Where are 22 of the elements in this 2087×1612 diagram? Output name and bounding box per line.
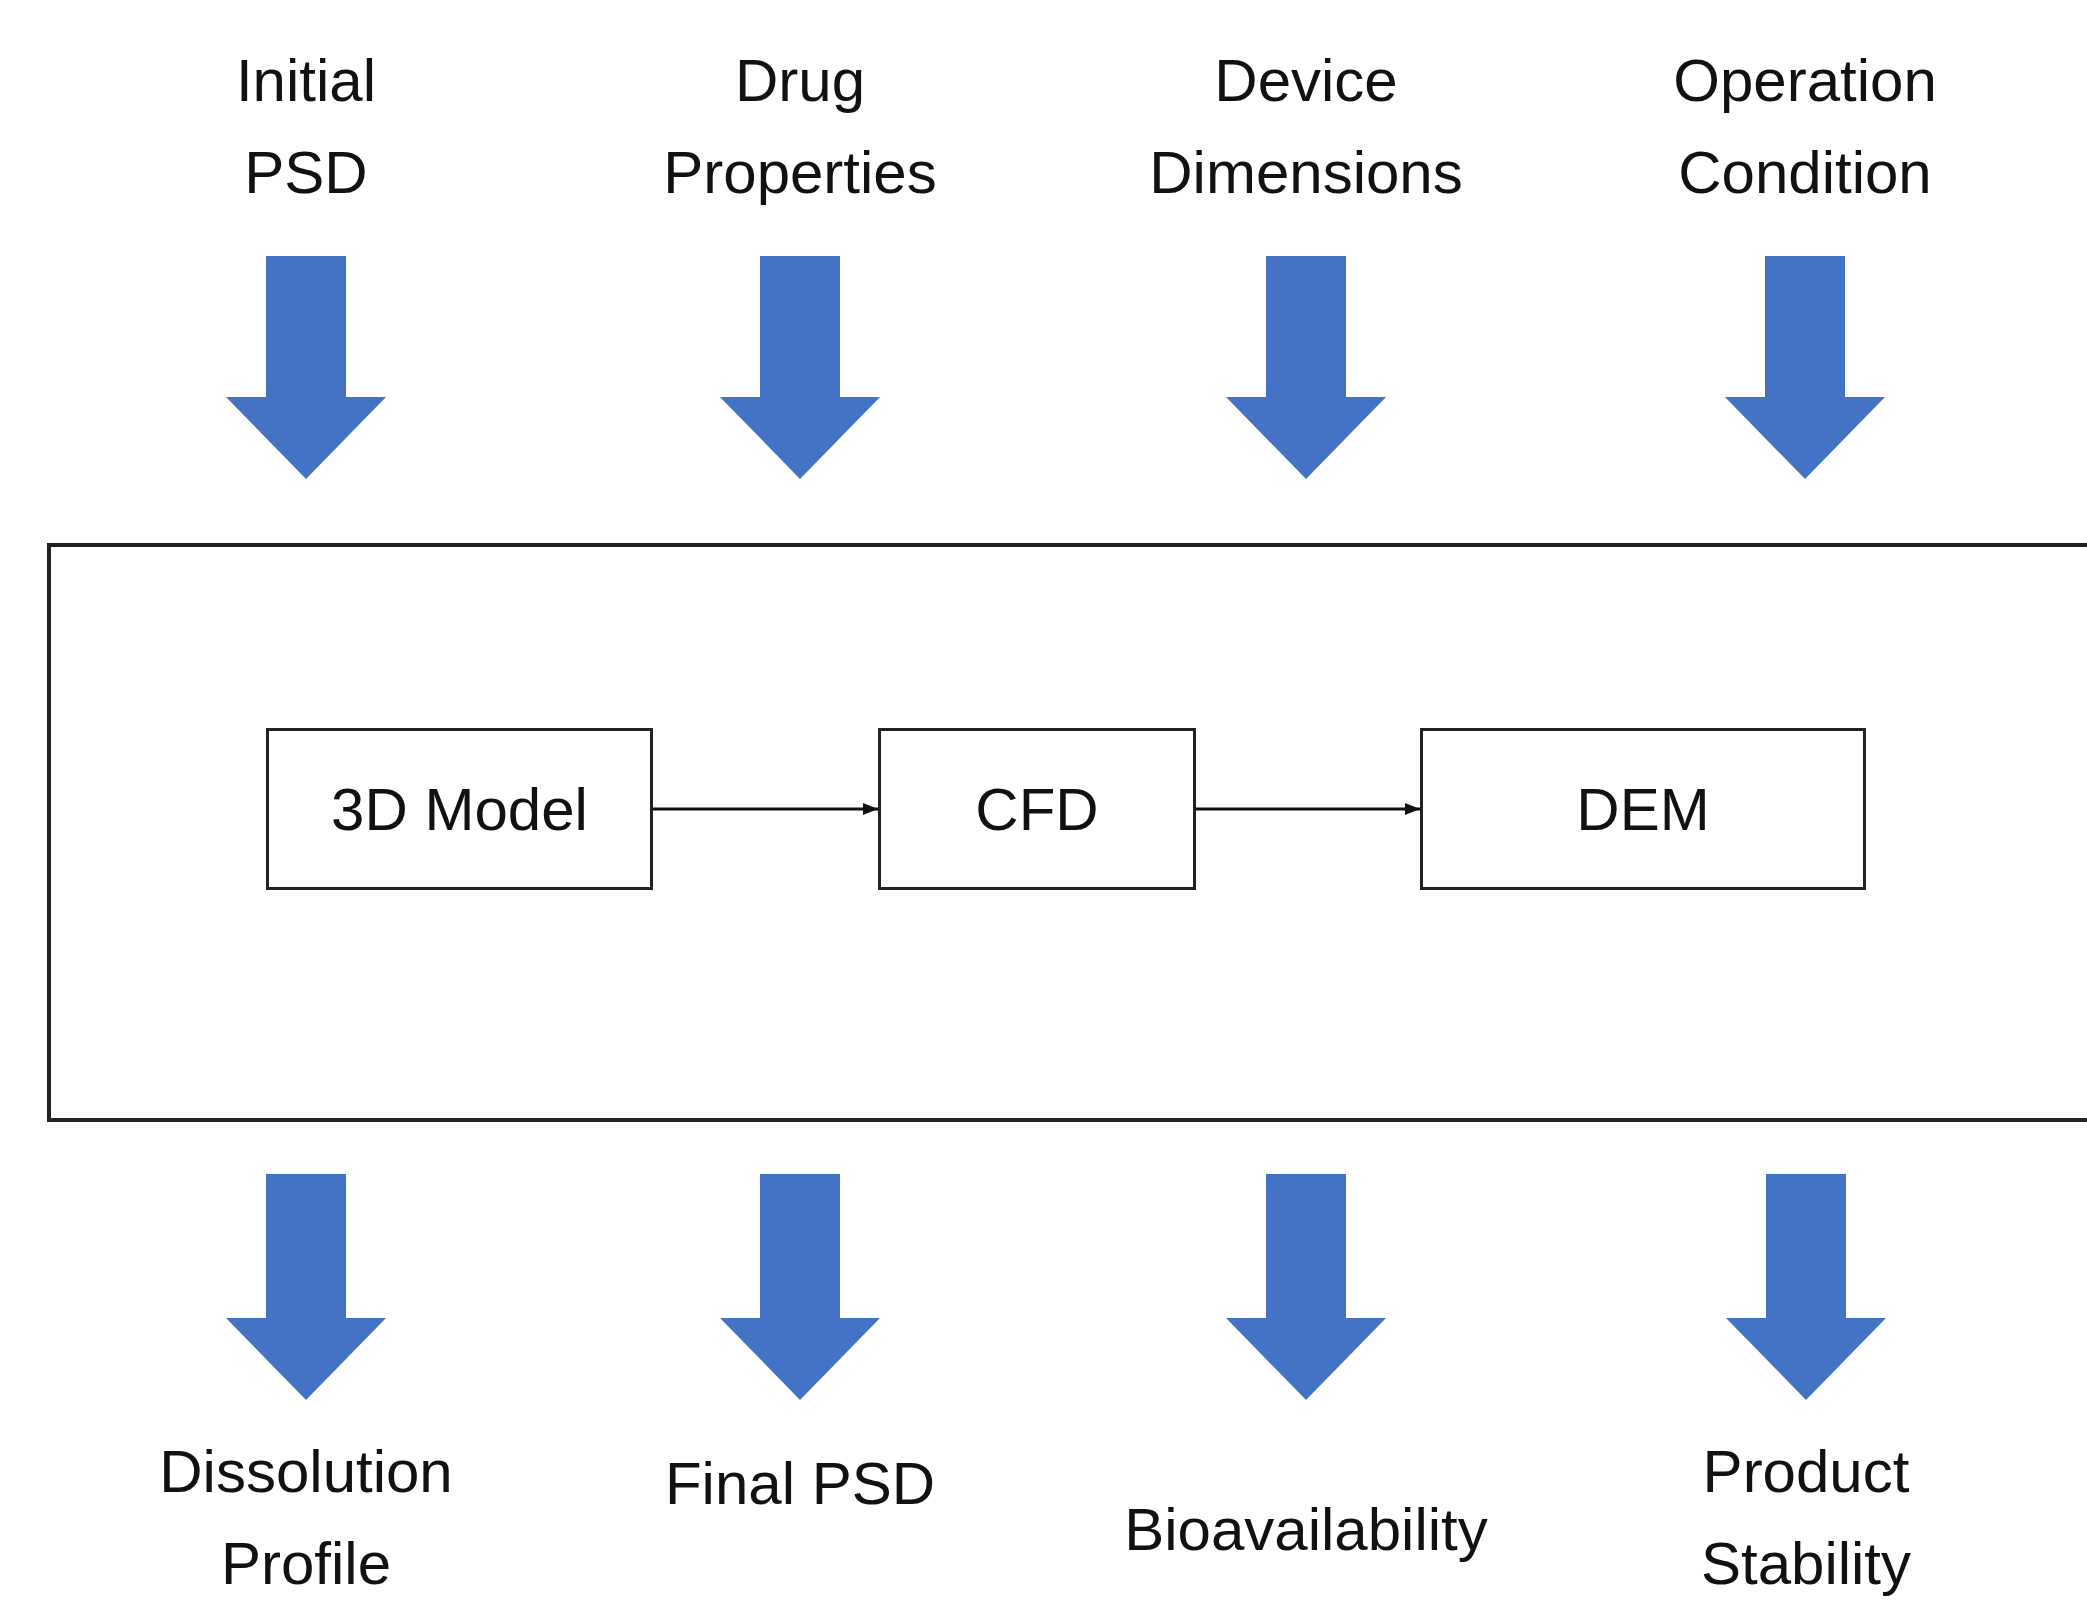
process-box: 3D Model — [266, 728, 653, 890]
input-output-label: Drug Properties — [600, 34, 1000, 220]
model-frame — [47, 543, 2087, 1122]
block-arrow — [720, 256, 880, 479]
process-box: DEM — [1420, 728, 1866, 890]
process-box: CFD — [878, 728, 1196, 890]
block-arrow — [1725, 256, 1885, 479]
block-arrow — [226, 1174, 386, 1400]
block-arrow — [1226, 256, 1386, 479]
input-output-label: Device Dimensions — [1096, 34, 1516, 220]
arrow — [653, 803, 878, 815]
input-output-label: Dissolution Profile — [106, 1426, 506, 1610]
input-output-label: Product Stability — [1606, 1426, 2006, 1610]
arrow — [1196, 803, 1420, 815]
block-arrow — [226, 256, 386, 479]
input-output-label: Final PSD — [600, 1426, 1000, 1542]
block-arrow — [1226, 1174, 1386, 1400]
block-arrow — [720, 1174, 880, 1400]
block-arrow — [1726, 1174, 1886, 1400]
input-output-label: Operation Condition — [1600, 34, 2010, 220]
input-output-label: Initial PSD — [186, 34, 426, 220]
input-output-label: Bioavailability — [1066, 1480, 1546, 1580]
